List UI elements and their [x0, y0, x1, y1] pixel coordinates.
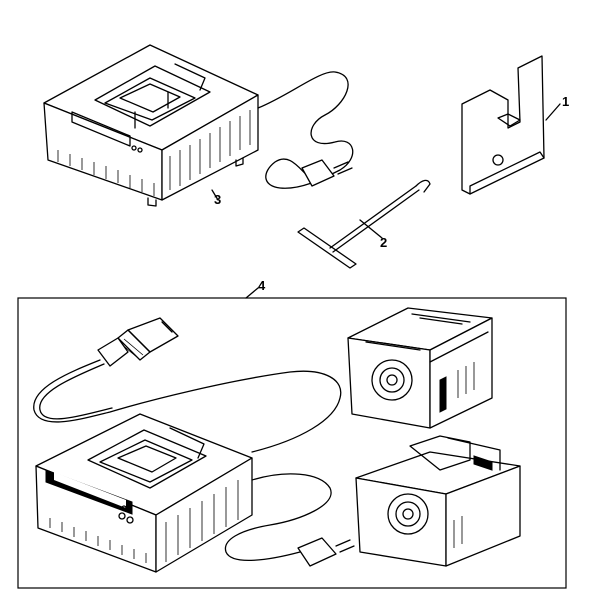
- callout-1: 1: [562, 94, 569, 109]
- callout-4: 4: [258, 278, 266, 293]
- mounting-bracket: [461, 55, 561, 195]
- kit-frame: [17, 287, 567, 589]
- battery-pack-upper: [347, 307, 493, 429]
- callout-2: 2: [380, 235, 387, 250]
- battery-pack-lower: [355, 435, 521, 567]
- charger-unit-kit: [35, 413, 355, 573]
- connector-plug: [33, 317, 342, 453]
- callout-3: 3: [214, 192, 221, 207]
- hook-tool: [297, 179, 431, 269]
- charger-unit-top: [43, 44, 354, 207]
